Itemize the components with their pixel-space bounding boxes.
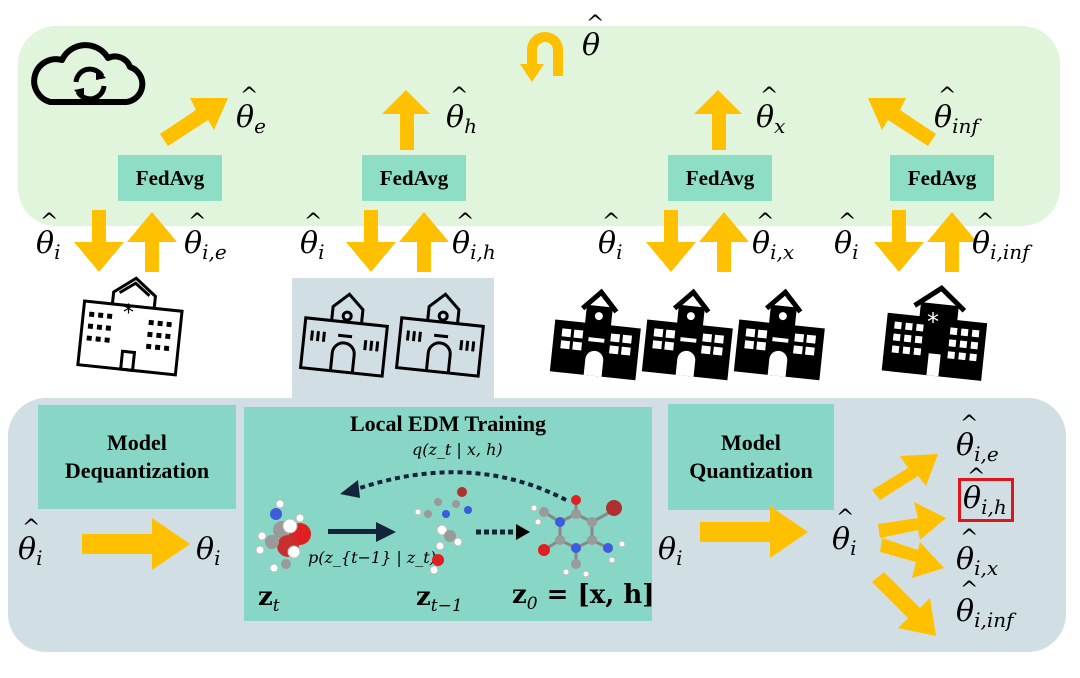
output-label-h-highlighted: θi,h (958, 465, 1014, 522)
fedavg-box-inf: FedAvg (890, 155, 994, 201)
cloud-sync-icon (31, 42, 146, 105)
fanout-arrow-inf (872, 572, 936, 636)
fedavg-output-arrow-e (160, 98, 228, 146)
fedavg-box-e: FedAvg (118, 155, 222, 201)
client-up-label-h: θi,h (452, 210, 496, 264)
svg-text:*: * (927, 308, 939, 336)
hospital-outline-icon: * (76, 276, 184, 377)
fedavg-output-arrow-x (694, 90, 742, 150)
fanout-arrow-h (878, 502, 946, 540)
forward-process-label: q(z_t | x, h) (412, 440, 503, 459)
fedavg-output-label-x: θx (756, 84, 785, 138)
fedavg-output-label-inf: θinf (934, 84, 979, 138)
quant-output-label: θi (832, 506, 856, 560)
quant-arrow (700, 506, 808, 558)
client-down-label-e: θi (36, 210, 60, 264)
selected-client-highlight (292, 278, 494, 402)
global-update-arrow (520, 32, 563, 82)
denoise-continue-arrow (476, 524, 530, 540)
state-zt-label: zt (258, 582, 280, 617)
client-down-label-inf: θi (834, 210, 858, 264)
molecule-z0-icon (530, 495, 626, 578)
school-filled-icon (549, 284, 828, 384)
client-down-label-x: θi (598, 210, 622, 264)
client-exchange-arrows-h (346, 210, 449, 272)
reverse-process-label: p(z_{t−1} | z_t) (308, 548, 436, 567)
output-label-x: θi,x (956, 526, 998, 580)
school-outline-icon (298, 292, 485, 378)
client-exchange-arrows-x (646, 210, 749, 272)
client-down-label-h: θi (300, 210, 324, 264)
state-zt1-label: zt−1 (416, 582, 463, 617)
global-param-label: θ (582, 12, 605, 63)
fedavg-output-arrow-h (382, 90, 430, 150)
fedavg-output-arrow-inf (868, 98, 936, 146)
denoise-step-arrow (328, 522, 396, 542)
output-label-e: θi,e (956, 412, 999, 466)
output-label-inf: θi,inf (956, 578, 1014, 632)
local-training-title: Local EDM Training (350, 411, 546, 436)
fedavg-box-x: FedAvg (668, 155, 772, 201)
fanout-arrow-x (880, 538, 944, 578)
fedavg-box-h: FedAvg (362, 155, 466, 201)
client-exchange-arrows-e (74, 210, 177, 272)
dequant-input-label: θi (18, 516, 42, 570)
molecule-zt-icon (255, 499, 311, 573)
forward-diffusion-arrow (340, 470, 567, 502)
client-up-label-inf: θi,inf (972, 210, 1030, 264)
client-exchange-arrows-inf (874, 210, 977, 272)
hospital-filled-icon: * (881, 285, 988, 381)
fedavg-output-label-e: θe (236, 84, 266, 138)
dequant-output-label: θi (196, 532, 221, 570)
client-up-label-x: θi,x (752, 210, 794, 264)
fedavg-output-label-h: θh (446, 84, 477, 138)
dequant-arrow (82, 518, 190, 570)
state-z0-label: z0 = [x, h] (512, 580, 655, 615)
molecule-zt1-icon (414, 487, 472, 575)
quant-input-label: θi (658, 532, 683, 570)
client-up-label-e: θi,e (184, 210, 227, 264)
svg-text:*: * (123, 301, 134, 326)
fanout-arrow-e (872, 454, 938, 500)
